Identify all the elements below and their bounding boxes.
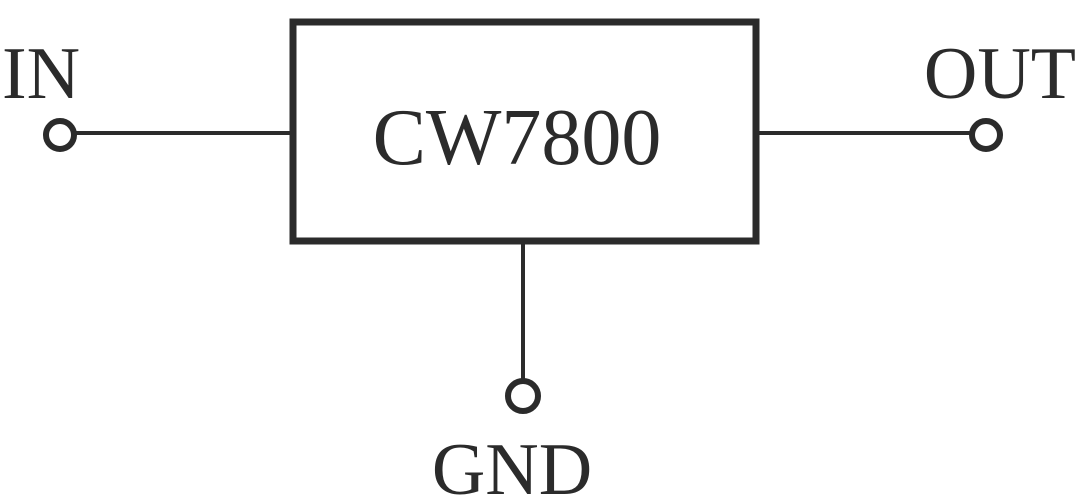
output-pin-label: OUT (924, 33, 1076, 115)
ground-pin-label: GND (432, 429, 592, 498)
regulator-box (289, 18, 760, 245)
output-terminal (969, 118, 1003, 152)
input-pin-label: IN (2, 33, 80, 115)
regulator-label: CW7800 (373, 94, 662, 182)
ground-terminal (505, 378, 541, 414)
input-terminal (43, 118, 77, 152)
